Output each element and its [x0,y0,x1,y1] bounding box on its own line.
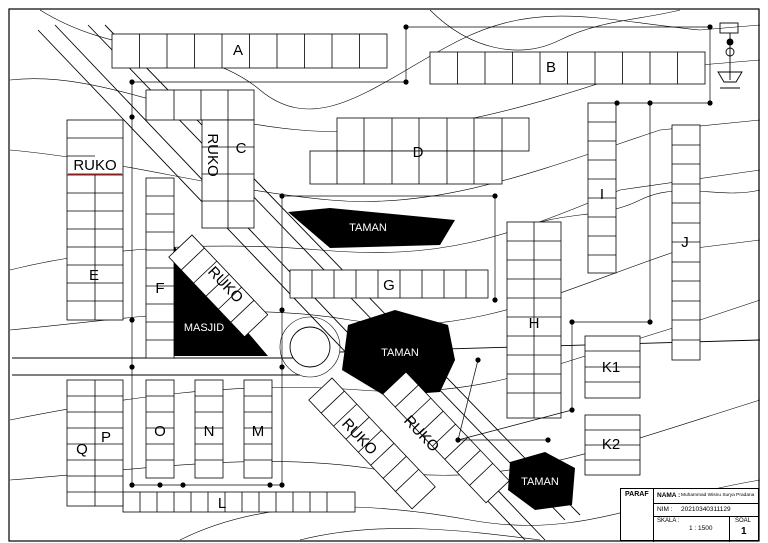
taman-top [288,208,455,248]
block-a-label: A [233,42,243,59]
block-h-label: H [529,315,540,332]
block-j [671,124,701,361]
reservoir-icon [717,22,743,89]
nama-value: Muhammad Wisnu Surya Pradana [681,493,755,498]
taman-middle [342,310,455,396]
block-q-label: Q [76,441,88,458]
block-c-label: C [236,140,247,157]
block-e-label: E [89,267,99,284]
nim-value: 20210340311129 [681,506,731,513]
block-e [66,119,124,321]
block-p-label: P [101,429,111,446]
block-o-label: O [154,423,166,440]
block-g [289,269,489,299]
ruko-diagonal-right [382,371,510,504]
taman-label-middle: TAMAN [381,347,419,359]
title-block: PARAF NAMA : Muhammad Wisnu Surya Pradan… [620,488,759,542]
ruko-label-c: RUKO [204,133,221,176]
block-m-label: M [252,423,265,440]
block-d [309,117,530,185]
block-j-label: J [681,234,689,251]
paraf-label: PARAF [625,491,649,498]
roundabout-outer [279,316,341,378]
taman-label-bottom: TAMAN [521,476,559,488]
block-g-label: G [383,277,395,294]
soal-label: SOAL [735,518,752,524]
block-i-label: I [600,186,604,203]
skala-label: SKALA : [657,518,680,524]
masjid-label: MASJID [184,322,224,334]
block-n-label: N [204,423,215,440]
block-a [111,33,388,69]
block-i [587,102,617,274]
block-f-label: F [155,280,164,297]
block-m [243,379,273,479]
block-k1-label: K1 [602,359,620,376]
block-pq [66,379,124,507]
taman-label-top: TAMAN [349,222,387,234]
ruko-label-e: RUKO [73,157,116,174]
pipe-nodes [129,24,713,488]
map-border [8,8,760,542]
block-h [506,221,562,419]
block-l [122,491,356,513]
nim-label: NIM : [657,506,673,513]
ruko-diagonal-top [168,234,269,338]
block-l-label: L [218,495,226,512]
title-divider-h2 [653,516,759,517]
nama-label: NAMA : [657,492,681,499]
soal-value: 1 [741,526,747,537]
block-n [194,379,224,479]
block-b-label: B [546,59,556,76]
block-k2 [584,414,641,476]
ruko-diagonal-mid [308,377,436,510]
block-o [145,379,175,479]
block-k2-label: K2 [602,436,620,453]
title-divider-v2 [729,516,730,542]
block-k1 [584,335,641,399]
taman-bottom [508,452,575,510]
block-c [145,89,255,229]
title-divider-v [653,489,654,542]
block-d-label: D [413,144,424,161]
block-f [145,177,175,359]
pipe-network [131,26,711,486]
skala-value: 1 : 1500 [689,525,713,532]
block-b [429,51,706,85]
roundabout [289,326,331,368]
title-divider-h1 [653,503,759,504]
